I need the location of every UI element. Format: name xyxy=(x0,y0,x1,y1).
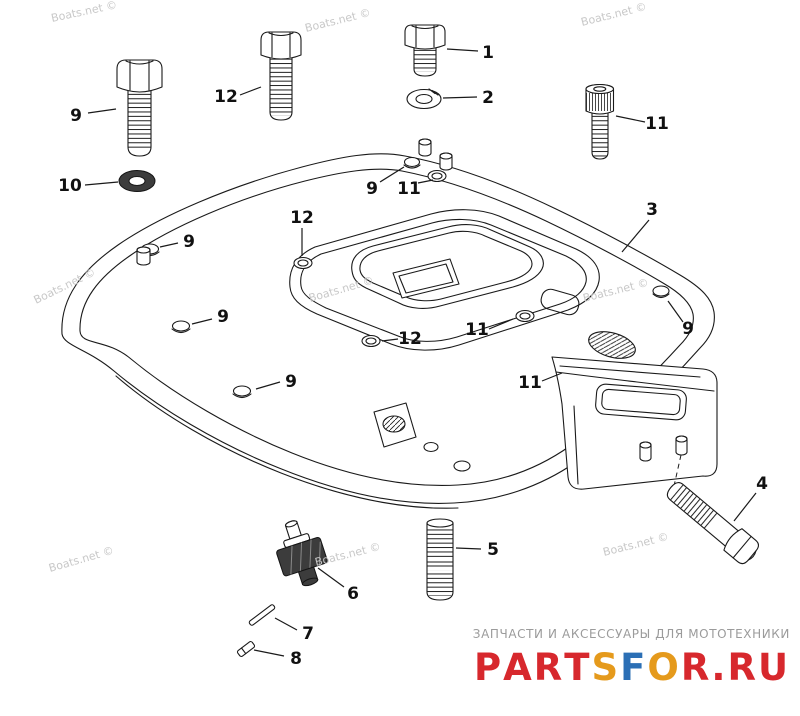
watermark-boats-net: Boats.net © xyxy=(580,0,648,29)
hex-bolt-12 xyxy=(260,31,302,121)
housing-opening xyxy=(595,383,687,421)
hex-bolt-4 xyxy=(666,481,760,565)
callout-hole-9a: 9 xyxy=(366,179,378,199)
callout-hole-12b: 12 xyxy=(398,329,422,349)
stud-5 xyxy=(426,518,454,601)
callout-labels: 9 12 1 2 10 11 9 11 3 12 9 9 9 12 11 9 1… xyxy=(58,43,768,669)
callout-plate-3: 3 xyxy=(646,200,658,220)
pin-8 xyxy=(236,641,256,657)
center-opening-inner xyxy=(398,263,454,294)
callout-hole-9d: 9 xyxy=(682,319,694,339)
threaded-boss-oval xyxy=(588,331,636,359)
callout-hole-9c: 9 xyxy=(217,307,229,327)
callout-screw-11: 11 xyxy=(645,114,669,134)
hex-bolt-9 xyxy=(116,59,163,157)
footer-branding: ЗАПЧАСТИ И АКСЕССУАРЫ ДЛЯ МОТОТЕХНИКИ PA… xyxy=(473,627,790,686)
logo-letter: U xyxy=(757,646,790,689)
logo-letter: R xyxy=(727,646,758,689)
water-jacket-outer xyxy=(351,224,544,309)
logo-letter: . xyxy=(711,646,728,689)
footer-tagline: ЗАПЧАСТИ И АКСЕССУАРЫ ДЛЯ МОТОТЕХНИКИ xyxy=(472,627,790,641)
logo-letter: F xyxy=(620,646,648,689)
main-plate xyxy=(61,138,715,509)
callout-hole-11c: 11 xyxy=(518,373,542,393)
callout-valve-6: 6 xyxy=(347,584,359,604)
plate-holes xyxy=(140,156,670,399)
watermark-boats-net: Boats.net © xyxy=(314,540,382,569)
pin-7 xyxy=(248,604,276,626)
housing-top-edge xyxy=(555,371,715,392)
callout-hole-9e: 9 xyxy=(285,372,297,392)
plate-inner-lip xyxy=(79,168,694,486)
callout-hole-9b: 9 xyxy=(183,232,195,252)
right-pocket xyxy=(540,288,580,316)
gasket-surface-inner xyxy=(300,218,587,342)
leader-lines xyxy=(84,48,757,657)
callout-pin-7: 7 xyxy=(302,624,314,644)
socket-screw-11 xyxy=(585,83,615,160)
callout-bolt-9: 9 xyxy=(70,106,82,126)
callout-bolt-4: 4 xyxy=(756,474,768,494)
logo-letter: T xyxy=(564,646,592,689)
callout-washer-2: 2 xyxy=(482,88,494,108)
housing-opening-inner xyxy=(601,388,681,416)
plate-pegs xyxy=(136,138,453,266)
logo-letter: A xyxy=(503,646,534,689)
callout-washer-10: 10 xyxy=(58,176,82,196)
callout-pin-8: 8 xyxy=(290,649,302,669)
logo-letter: P xyxy=(473,646,504,689)
plate-bottom-flange xyxy=(115,375,459,509)
callout-hole-12a: 12 xyxy=(290,208,314,228)
hex-bolt-1 xyxy=(404,24,446,77)
lock-washer-2 xyxy=(406,88,442,110)
watermark-boats-net: Boats.net © xyxy=(47,544,115,575)
logo-letter: S xyxy=(591,646,621,689)
callout-hole-11a: 11 xyxy=(397,179,421,199)
callout-hole-11b: 11 xyxy=(465,320,489,340)
partsfor-logo: PARTSFOR.RU xyxy=(473,649,790,686)
valve-6 xyxy=(276,520,328,587)
watermark-boats-net: Boats.net © xyxy=(304,6,372,35)
water-jacket-inner xyxy=(359,230,533,302)
logo-letter: R xyxy=(680,646,712,689)
center-opening xyxy=(392,258,460,299)
callout-stud-5: 5 xyxy=(487,540,499,560)
watermark-boats-net: Boats.net © xyxy=(602,530,670,559)
logo-letter: O xyxy=(647,646,681,689)
watermark-boats-net: Boats.net © xyxy=(50,0,118,25)
callout-bolt-12: 12 xyxy=(214,87,238,107)
housing-detail-line xyxy=(573,405,579,485)
callout-bolt-1: 1 xyxy=(482,43,494,63)
lower-bracket xyxy=(373,402,471,472)
logo-letter: R xyxy=(533,646,565,689)
right-housing xyxy=(551,356,718,490)
housing-studs xyxy=(639,435,688,462)
washer-10 xyxy=(118,170,156,192)
housing-inner-top xyxy=(559,365,701,378)
